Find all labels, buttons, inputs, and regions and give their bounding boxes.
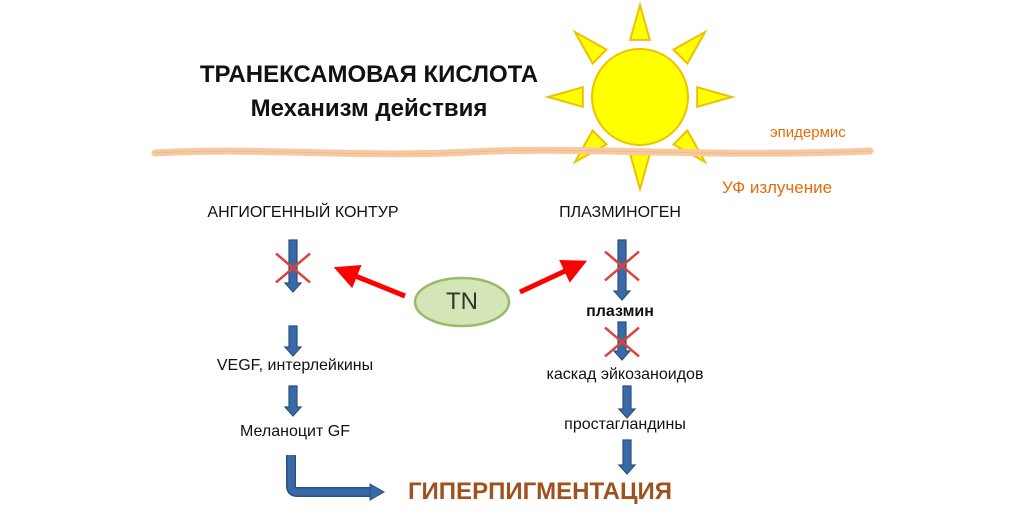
title-line-2: Механизм действия <box>250 95 488 122</box>
tn-label: TN <box>446 288 478 315</box>
sun-ray-6 <box>572 128 609 165</box>
right-branch-step-plasmin: плазмин <box>586 303 654 320</box>
cross-right-2-icon <box>604 326 640 358</box>
epidermis-line <box>151 146 874 158</box>
elbow-arrow-icon <box>286 455 386 501</box>
down-arrow-right-1 <box>612 239 632 301</box>
down-arrow-right-4 <box>617 439 637 475</box>
sun-disc <box>591 48 689 146</box>
result-hyperpigmentation: ГИПЕРПИГМЕНТАЦИЯ <box>407 478 673 505</box>
down-arrow-right-3 <box>617 385 637 419</box>
sun-ray-2 <box>572 29 609 66</box>
inhibition-arrow-icon <box>333 259 588 299</box>
down-arrow-left-1 <box>283 239 303 293</box>
left-branch-step-vegf: VEGF, интерлейкины <box>216 357 374 374</box>
sun-ray-5 <box>696 85 736 109</box>
sun-ray-3 <box>671 29 708 66</box>
down-arrow-left-3 <box>283 385 303 417</box>
sun-icon <box>544 1 736 193</box>
epidermis-label: эпидермис <box>770 124 846 141</box>
sun-ray-7 <box>671 128 708 165</box>
right-branch-step-prostaglandins: простагландины <box>564 416 686 433</box>
uv-label: УФ излучение <box>722 178 833 197</box>
sun-ray-4 <box>544 85 584 109</box>
sun-ray-8 <box>628 153 652 193</box>
left-branch-step-melanocyte-gf: Меланоцит GF <box>240 423 350 440</box>
blue-arrows <box>283 239 637 475</box>
left-branch-head: АНГИОГЕННЫЙ КОНТУР <box>207 204 399 221</box>
crosses <box>275 250 640 358</box>
cross-left-1-icon <box>275 252 311 284</box>
sun-ray-1 <box>628 1 652 41</box>
down-arrow-left-2 <box>283 325 303 357</box>
tn-ellipse <box>413 276 511 328</box>
cross-right-1-icon <box>604 250 640 282</box>
right-branch-head: ПЛАЗМИНОГЕН <box>559 204 681 221</box>
right-branch-step-eicosanoid-cascade: каскад эйкозаноидов <box>546 366 704 383</box>
title-line-1: ТРАНЕКСАМОВАЯ КИСЛОТА <box>199 61 539 88</box>
